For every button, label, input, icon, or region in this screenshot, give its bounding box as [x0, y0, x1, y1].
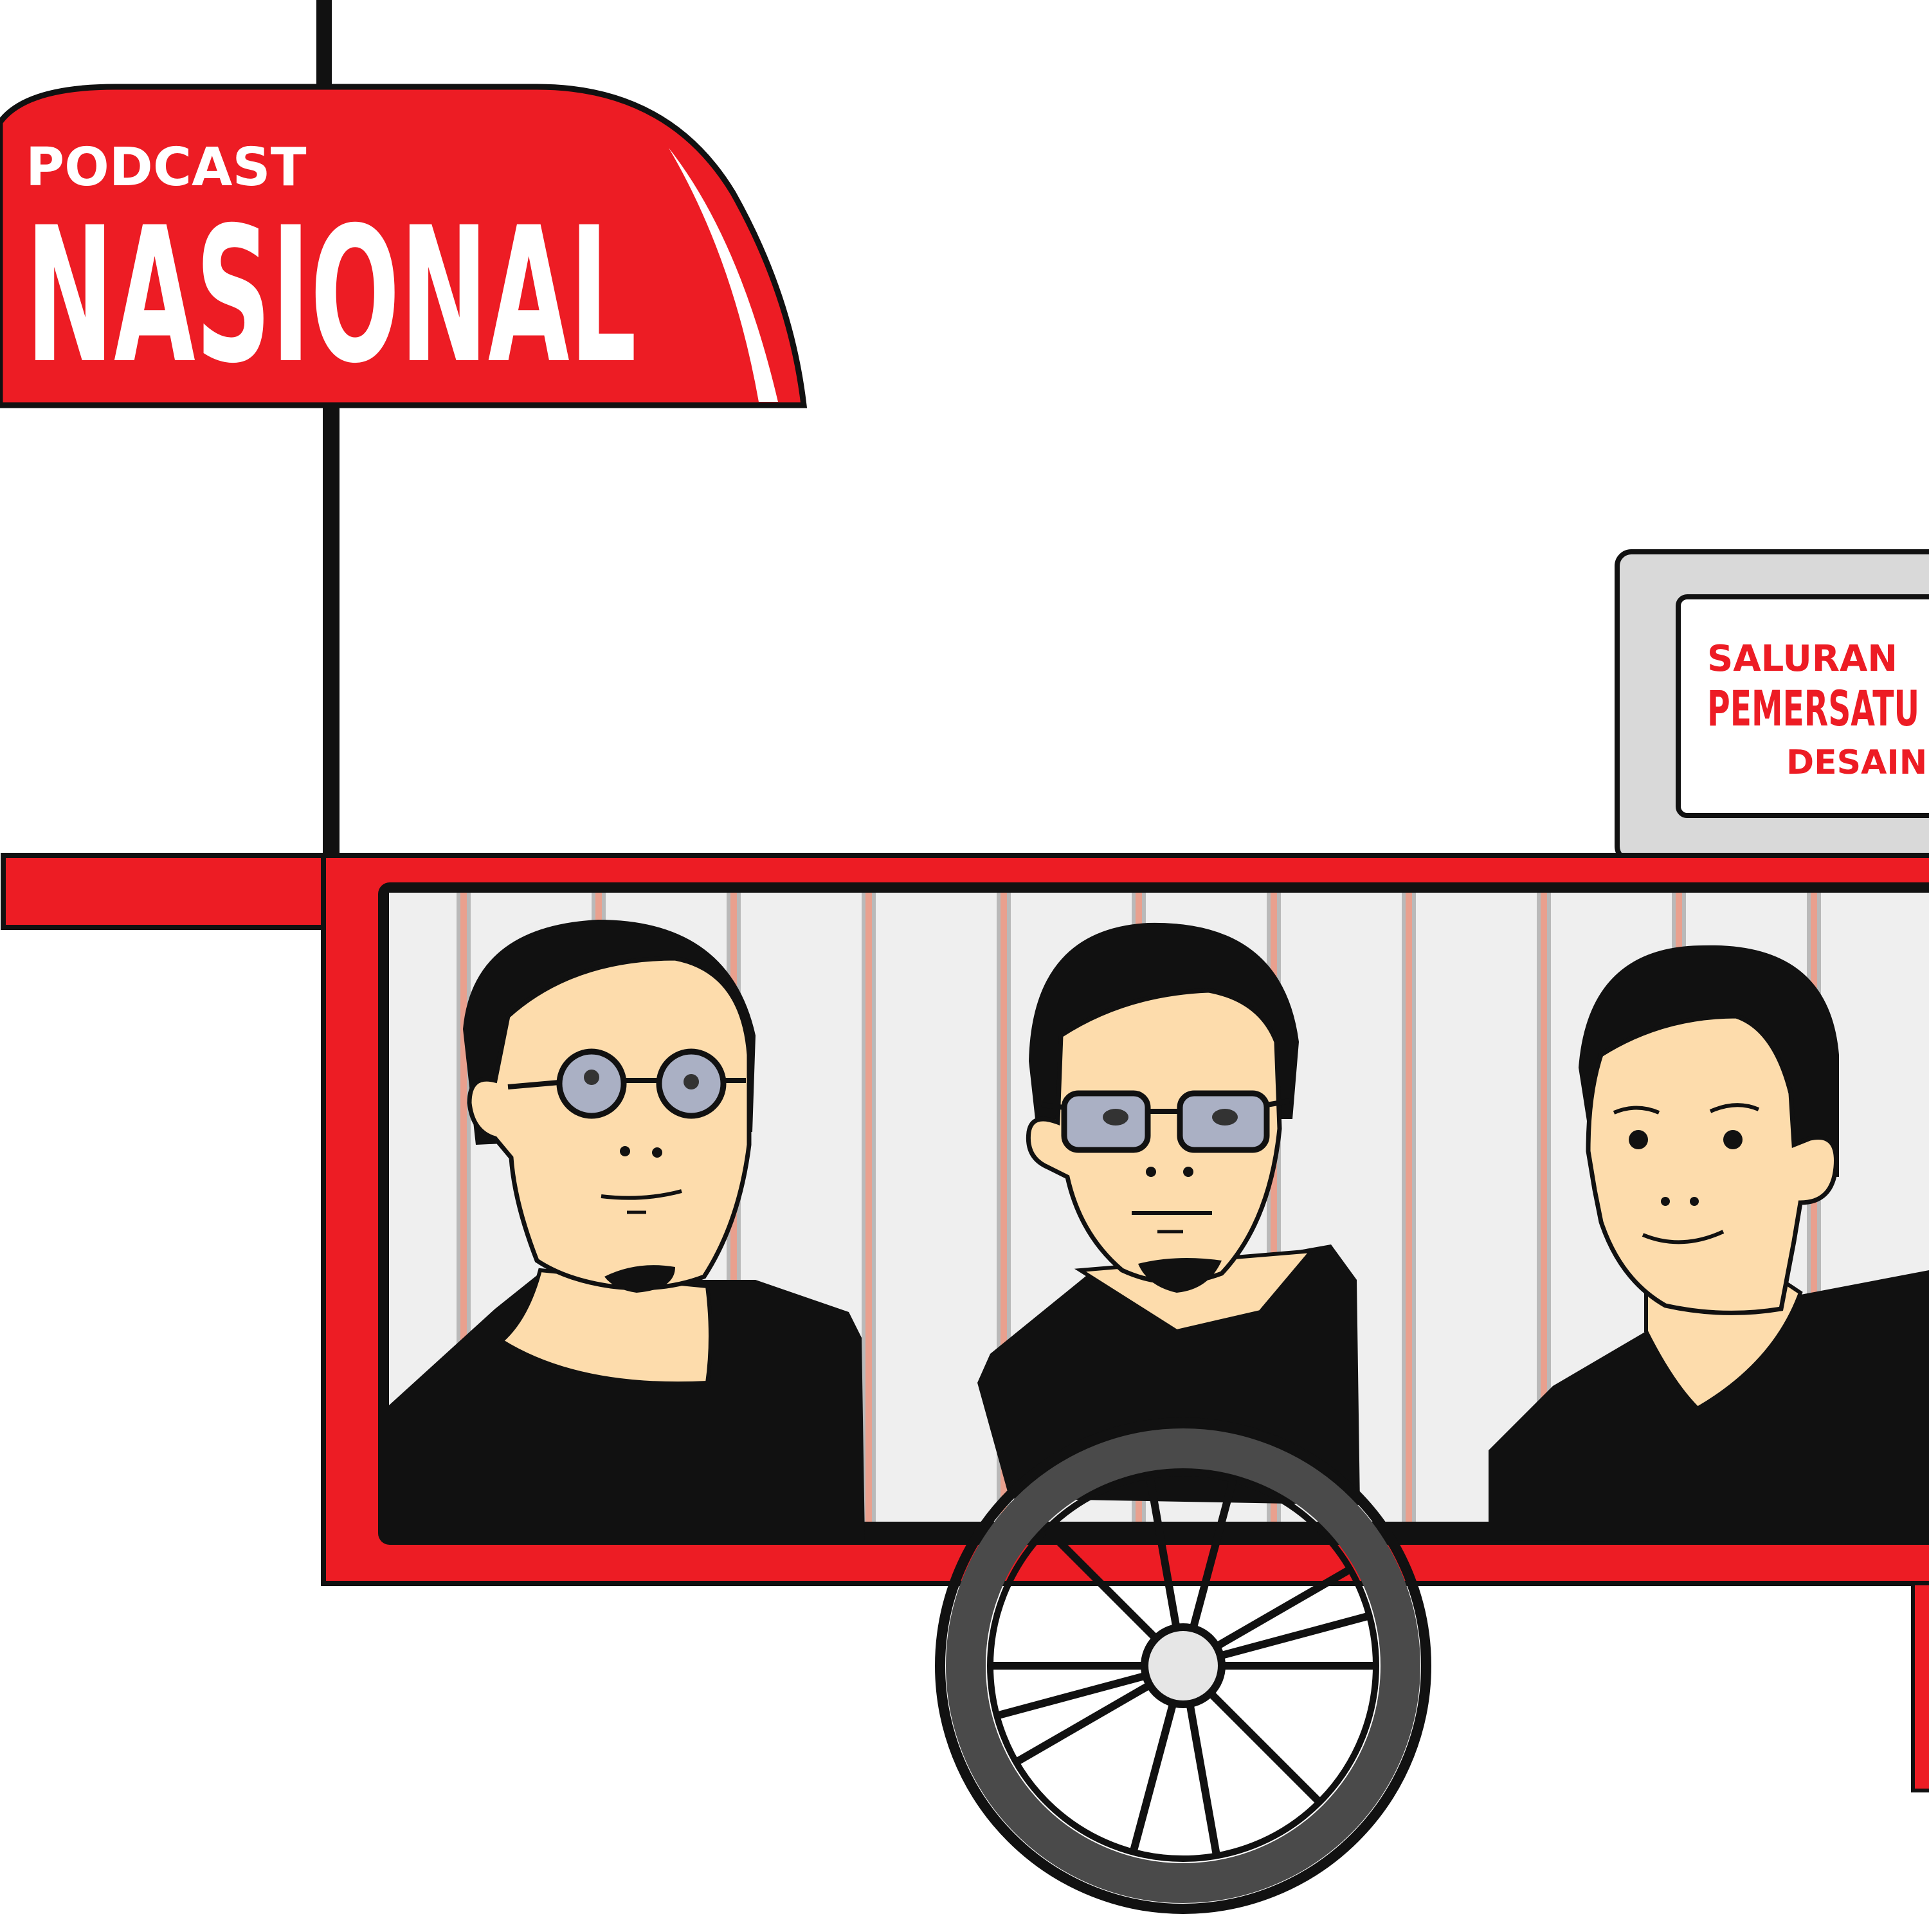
signboard-line-3: DESAINER — [1786, 743, 1929, 782]
character-right — [1489, 945, 1929, 1544]
window-bar-stripe — [1541, 893, 1547, 1522]
umbrella-title: NASIONAL — [26, 188, 637, 405]
cart-handle — [1, 853, 327, 930]
spoked-wheel-icon — [935, 1417, 1431, 1914]
umbrella-subtitle: PODCAST — [26, 137, 307, 198]
window-bar-stripe — [1406, 893, 1412, 1522]
window-bar-stripe — [1001, 893, 1007, 1522]
window-bar-stripe — [1271, 893, 1277, 1522]
round-glasses-icon — [507, 1048, 746, 1119]
character-left — [389, 920, 865, 1540]
rectangular-glasses-icon — [1041, 1090, 1290, 1153]
cart-leg — [1911, 1581, 1929, 1792]
umbrella-canopy: PODCAST NASIONAL — [0, 84, 808, 408]
signboard-line-1: SALURAN — [1707, 638, 1897, 680]
signboard-line-2: PEMERSATU — [1707, 680, 1919, 737]
window-bar-stripe — [460, 893, 467, 1522]
umbrella-pole — [316, 0, 340, 853]
window-bar-stripe — [1811, 893, 1817, 1522]
signboard: SALURAN PEMERSATU DESAINER — [1615, 549, 1929, 863]
window-bar-stripe — [865, 893, 872, 1522]
